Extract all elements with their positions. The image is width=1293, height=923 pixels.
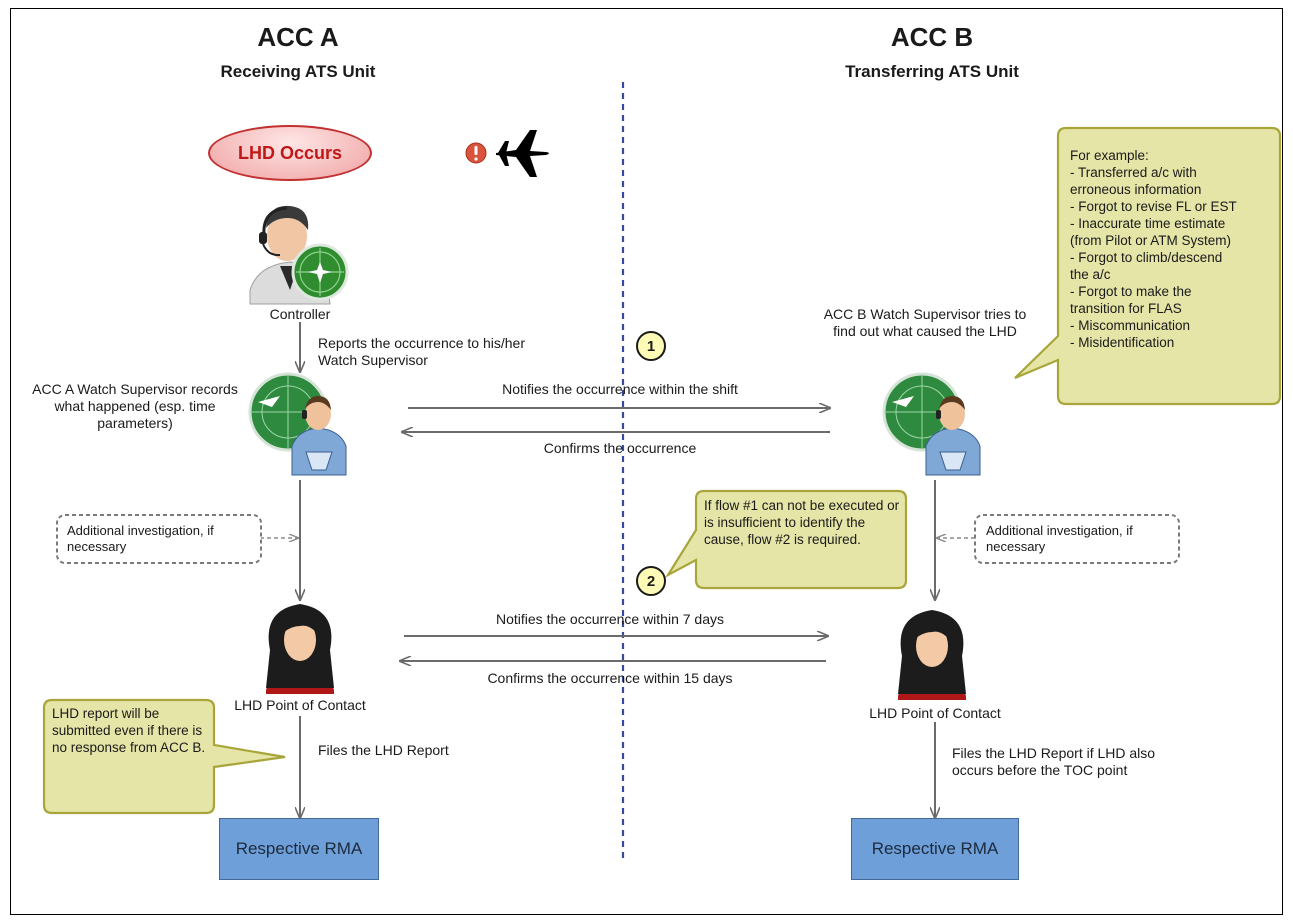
acc-a-poc-label: LHD Point of Contact (234, 697, 366, 713)
callout-line: (from Pilot or ATM System) (1070, 233, 1232, 248)
acc-a-files-label: Files the LHD Report (318, 742, 449, 758)
callout-line: transition for FLAS (1070, 301, 1182, 316)
lhd-occurs-badge: LHD Occurs (208, 125, 372, 181)
acc-a-supervisor-label: ACC A Watch Supervisor records what happ… (32, 381, 238, 431)
point-of-contact-a-avatar-icon (266, 604, 334, 694)
additional-box-b-shape (974, 514, 1180, 564)
callout-a-shape (42, 698, 286, 815)
rma-box-b: Respective RMA (851, 818, 1019, 880)
acc-b-subtitle: Transferring ATS Unit (845, 62, 1019, 81)
controller-label: Controller (269, 306, 331, 322)
notify-shift-label: Notifies the occurrence within the shift (502, 381, 738, 397)
reports-label: Reports the occurrence to his/her Watch … (318, 335, 525, 368)
acc-a-subtitle: Receiving ATS Unit (220, 62, 376, 81)
airplane-icon (496, 130, 549, 177)
watch-supervisor-a-avatar-icon (248, 372, 347, 476)
callout-line: - Forgot to make the (1070, 284, 1192, 299)
additional-box-a-shape (56, 514, 262, 564)
callout-line: - Misidentification (1070, 335, 1175, 350)
callout-line: - Forgot to climb/descend (1070, 250, 1223, 265)
additional-investigation-a: Additional investigation, if necessary (67, 523, 214, 554)
flow-2-callout: If flow #1 can not be executed or is ins… (704, 498, 900, 547)
acc-b-callout: For example: - Transferred a/c with erro… (1070, 147, 1270, 351)
flow-1-marker: 1 (636, 331, 666, 361)
callout-flow2-shape (664, 489, 908, 590)
callout-line: erroneous information (1070, 182, 1202, 197)
watch-supervisor-b-avatar-icon (882, 372, 981, 476)
callout-line: - Transferred a/c with (1070, 165, 1197, 180)
confirm-label: Confirms the occurrence (543, 440, 697, 456)
flow-2-marker: 2 (636, 566, 666, 596)
warning-icon (465, 142, 487, 164)
callout-line: - Inaccurate time estimate (1070, 216, 1226, 231)
acc-b-supervisor-label: ACC B Watch Supervisor tries to find out… (823, 306, 1027, 339)
callout-line: - Forgot to revise FL or EST (1070, 199, 1237, 214)
acc-b-files-label: Files the LHD Report if LHD also occurs … (952, 745, 1156, 778)
notify-7-label: Notifies the occurrence within 7 days (496, 611, 724, 627)
diagram-frame (10, 8, 1283, 915)
additional-investigation-b: Additional investigation, if necessary (986, 523, 1133, 554)
controller-avatar-icon (249, 205, 349, 305)
callout-b-shape (1014, 126, 1282, 406)
confirm-15-label: Confirms the occurrence within 15 days (487, 670, 733, 686)
callout-line: the a/c (1070, 267, 1111, 282)
callout-line: For example: (1070, 148, 1149, 163)
callout-line: - Miscommunication (1070, 318, 1191, 333)
acc-b-title: ACC B (890, 22, 974, 52)
rma-box-a: Respective RMA (219, 818, 379, 880)
acc-a-title: ACC A (257, 22, 339, 52)
acc-b-poc-label: LHD Point of Contact (869, 705, 1001, 721)
point-of-contact-b-avatar-icon (898, 610, 966, 700)
acc-a-callout: LHD report will be submitted even if the… (52, 706, 206, 755)
